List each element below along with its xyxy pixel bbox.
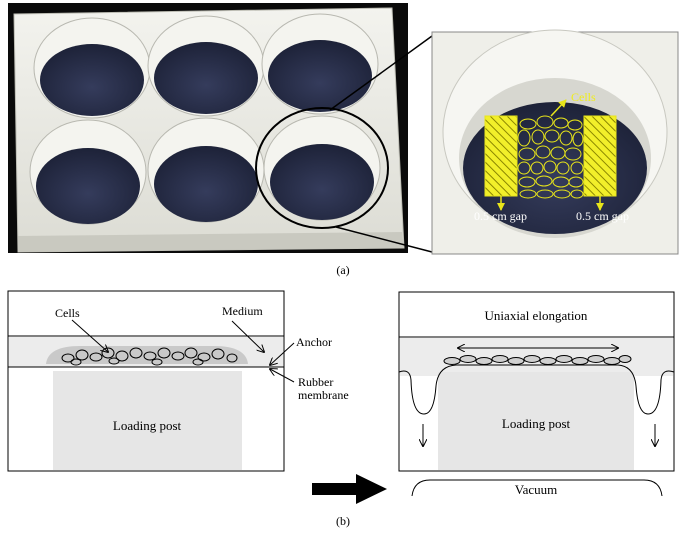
well-highlighted [263, 115, 381, 221]
well [147, 15, 265, 117]
caption-b: (b) [336, 514, 350, 528]
right-top-lid [398, 291, 675, 338]
medium-label: Medium [222, 304, 263, 318]
highlight-circle [255, 107, 389, 229]
medium-leader [231, 320, 264, 352]
caption-a: (a) [336, 263, 349, 277]
well [33, 17, 151, 119]
well [29, 119, 147, 225]
rubber-label: Rubber [298, 375, 333, 389]
plate-photo [8, 3, 408, 253]
anchor-leader [270, 342, 295, 365]
left-loading-post [53, 371, 242, 470]
rubber-leader [270, 369, 295, 383]
vacuum-label: Vacuum [515, 482, 558, 497]
elongation-label: Uniaxial elongation [485, 308, 588, 323]
right-post-label: Loading post [502, 416, 571, 431]
right-cells [443, 355, 632, 365]
transition-arrow [312, 474, 387, 504]
zoom-line-bottom [335, 226, 433, 253]
right-gap-zone [583, 115, 617, 197]
left-cells-label: Cells [55, 306, 80, 320]
membrane-label: membrane [298, 388, 349, 402]
cells-pointer [550, 99, 567, 117]
vacuum-bracket [411, 479, 663, 497]
well [147, 117, 265, 223]
right-apparatus: Uniaxial elongation Loading post Vacuum [398, 291, 675, 497]
cell-cluster [517, 115, 584, 199]
left-apparatus: Loading post Cells Medium Anchor Rubber … [7, 290, 349, 472]
left-gap-zone [484, 115, 518, 197]
cells-leader [71, 319, 108, 352]
left-cells [61, 347, 238, 366]
right-gap-label: 0.5 cm gap [576, 209, 629, 223]
inset-photo: Cells 0.5 cm gap 0.5 cm gap [431, 29, 679, 255]
left-post-label: Loading post [113, 418, 182, 433]
right-membrane [398, 364, 675, 415]
inset-cells-label: Cells [571, 90, 596, 104]
right-loading-post [438, 372, 634, 470]
zoom-line-top [329, 35, 433, 111]
well [261, 13, 379, 115]
anchor-label: Anchor [296, 335, 332, 349]
left-gap-label: 0.5 cm gap [474, 209, 527, 223]
